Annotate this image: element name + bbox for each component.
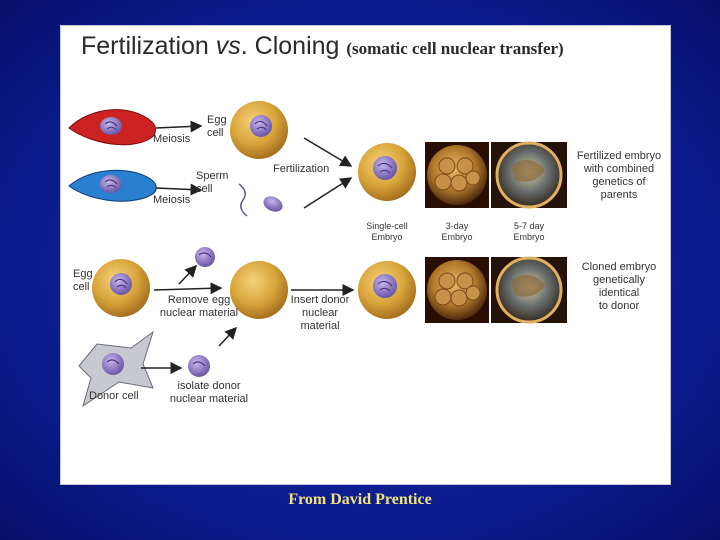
label-remove-egg-nucleus: Remove egg nuclear material	[149, 294, 249, 320]
fertilization-arrow-bottom	[303, 177, 353, 209]
isolate-donor-line1: isolate donor	[177, 380, 241, 392]
label-egg-cell-line1: Egg	[207, 114, 227, 126]
title-fertilization: Fertilization	[81, 32, 216, 60]
cloned-result-line4: to donor	[598, 300, 640, 312]
label-insert-donor: Insert donor nuclear material	[283, 294, 357, 333]
egg-cell	[230, 101, 288, 159]
three-day-line2: Embryo	[441, 232, 473, 242]
slide-title: Fertilization vs. Cloning (somatic cell …	[81, 32, 564, 61]
insert-donor-line2: nuclear	[301, 307, 339, 319]
cloned-three-day-embryo	[425, 257, 489, 323]
title-subtitle: (somatic cell nuclear transfer)	[346, 39, 564, 58]
removed-nucleus-arrow	[178, 264, 198, 285]
single-cell-line1: Single-cell	[366, 221, 408, 231]
removed-egg-nucleus	[195, 247, 215, 267]
cloned-single-cell-embryo	[358, 261, 416, 319]
cloned-result-line1: Cloned embryo	[581, 261, 657, 273]
cloned-result-line2: genetically	[593, 274, 645, 286]
slide-footer-credit: From David Prentice	[288, 491, 432, 508]
single-cell-embryo	[358, 143, 416, 201]
label-egg-cell-line2: cell	[207, 127, 224, 139]
isolate-donor-line2: nuclear material	[169, 393, 249, 405]
title-cloning: . Cloning	[240, 32, 347, 60]
label-five-seven-day-embryo: 5-7 day Embryo	[499, 221, 559, 243]
three-day-embryo	[425, 142, 489, 208]
donor-to-egg-arrow	[218, 326, 238, 347]
three-day-line1: 3-day	[445, 221, 469, 231]
remove-egg-line2: nuclear material	[159, 307, 239, 319]
meiosis-arrow-egg	[155, 120, 203, 133]
label-cloning-egg-cell: Egg cell	[73, 268, 93, 294]
fertilized-result-line4: parents	[600, 189, 638, 201]
meiosis-arrow-sperm	[155, 183, 203, 196]
five-seven-day-embryo	[491, 141, 567, 209]
label-egg-cell: Egg cell	[207, 114, 227, 140]
label-meiosis-bottom: Meiosis	[153, 194, 191, 206]
five-seven-day-line1: 5-7 day	[513, 221, 545, 231]
insert-donor-line1: Insert donor	[290, 294, 350, 306]
remove-nucleus-arrow	[153, 282, 223, 295]
fertilization-arrow-top	[303, 137, 353, 167]
label-sperm-cell-line2: cell	[196, 183, 213, 195]
insert-donor-line3: material	[300, 320, 340, 332]
five-seven-day-line2: Embryo	[513, 232, 545, 242]
diagram-artwork	[68, 101, 567, 408]
label-sperm-cell: Sperm cell	[196, 170, 228, 196]
label-fertilization: Fertilization	[273, 163, 330, 175]
label-single-cell-embryo: Single-cell Embryo	[357, 221, 417, 243]
label-isolate-donor: isolate donor nuclear material	[159, 380, 259, 406]
cloned-five-seven-day-embryo	[491, 256, 567, 324]
label-donor-cell: Donor cell	[89, 390, 139, 402]
donor-cell	[78, 330, 154, 408]
red-parent-cell	[68, 109, 156, 146]
fertilized-result-line3: genetics of	[592, 176, 646, 188]
enucleated-egg	[230, 261, 288, 319]
label-meiosis-top: Meiosis	[153, 133, 191, 145]
label-fertilized-result: Fertilized embryo with combined genetics…	[571, 150, 667, 202]
title-vs: vs	[215, 32, 241, 60]
remove-egg-line1: Remove egg	[167, 294, 231, 306]
cloning-egg-cell	[92, 259, 150, 317]
cloning-egg-line2: cell	[73, 281, 90, 293]
slide-panel: Fertilization vs. Cloning (somatic cell …	[60, 25, 671, 485]
fertilized-result-line2: with combined	[583, 163, 655, 175]
label-sperm-cell-line1: Sperm	[196, 170, 229, 182]
label-three-day-embryo: 3-day Embryo	[427, 221, 487, 243]
fertilized-result-line1: Fertilized embryo	[576, 150, 662, 162]
cloned-result-line3: identical	[598, 287, 640, 299]
label-cloned-result: Cloned embryo genetically identical to d…	[571, 261, 667, 313]
sperm-cell	[238, 183, 283, 217]
single-cell-line2: Embryo	[371, 232, 403, 242]
cloning-egg-line1: Egg	[73, 268, 93, 280]
donor-nucleus	[188, 355, 210, 377]
blue-parent-cell	[68, 169, 157, 202]
